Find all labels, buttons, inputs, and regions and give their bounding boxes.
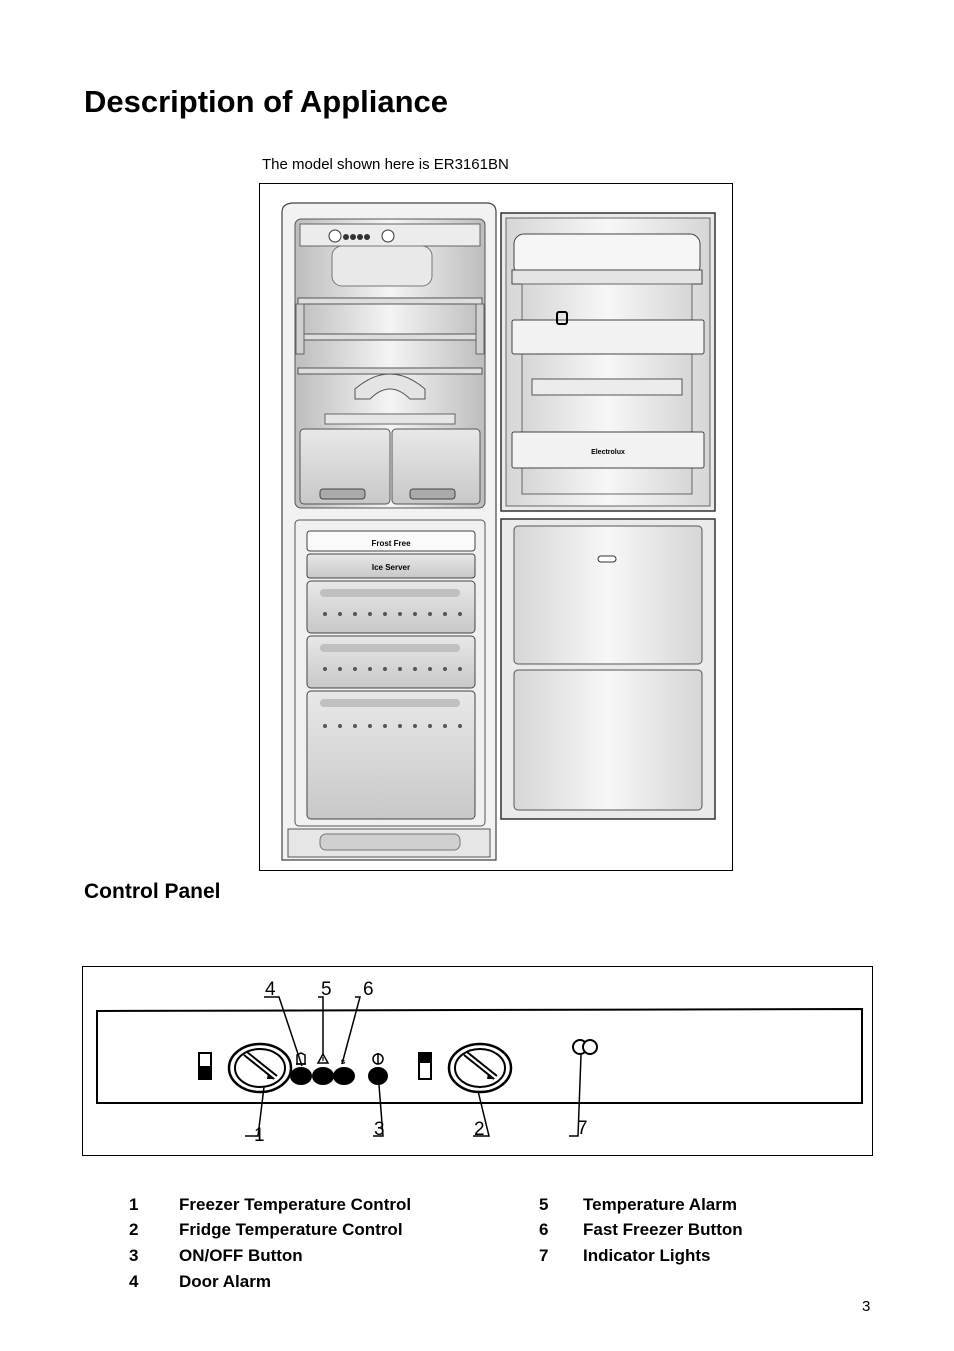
freezer-temperature-dial[interactable] [227, 1042, 293, 1094]
appliance-illustration-frame: Frost Free Ice Server [259, 183, 733, 871]
legend-label: Fast Freezer Button [583, 1220, 743, 1239]
control-panel-diagram: s 4 [96, 979, 863, 1146]
fast-freezer-button[interactable] [333, 1067, 355, 1085]
temperature-alarm-button[interactable] [312, 1067, 334, 1085]
appliance-illustration: Frost Free Ice Server [281, 202, 716, 861]
callout-1: 1 [254, 1125, 265, 1146]
legend-label: Temperature Alarm [583, 1195, 737, 1214]
door-alarm-button[interactable] [290, 1067, 312, 1085]
page-number: 3 [862, 1298, 871, 1315]
callout-5: 5 [321, 979, 332, 1000]
legend-label: Fridge Temperature Control [179, 1220, 403, 1239]
cabinet: Frost Free Ice Server [281, 202, 497, 861]
brand-label: Electrolux [591, 449, 625, 456]
on-off-button[interactable] [368, 1067, 388, 1085]
power-icon [372, 1053, 384, 1065]
legend-number: 2 [129, 1220, 139, 1239]
legend-number: 7 [539, 1246, 549, 1265]
legend-label: ON/OFF Button [179, 1246, 303, 1265]
legend-label: Indicator Lights [583, 1246, 711, 1265]
fridge-door: Electrolux [500, 212, 716, 512]
legend-label: Door Alarm [179, 1272, 271, 1291]
callout-7: 7 [577, 1118, 588, 1139]
callout-4: 4 [265, 979, 276, 1000]
legend-number: 5 [539, 1195, 549, 1214]
control-panel-heading: Control Panel [84, 880, 221, 903]
ice-server-label: Ice Server [372, 563, 410, 572]
model-caption: The model shown here is ER3161BN [262, 156, 509, 173]
legend-label: Freezer Temperature Control [179, 1195, 412, 1214]
legend-number: 4 [129, 1272, 139, 1291]
fridge-temperature-dial[interactable] [447, 1042, 513, 1094]
legend-number: 6 [539, 1220, 549, 1239]
callout-3: 3 [374, 1119, 385, 1140]
callout-2: 2 [474, 1119, 485, 1140]
page-title: Description of Appliance [84, 84, 449, 119]
freezer-door [500, 518, 716, 820]
control-panel-diagram-frame: s 4 [82, 966, 873, 1156]
legend-number: 1 [129, 1195, 139, 1214]
indicator-lights-icon [572, 1039, 598, 1055]
frost-free-label: Frost Free [371, 539, 411, 548]
legend-number: 3 [129, 1246, 139, 1265]
callout-6: 6 [363, 979, 374, 1000]
